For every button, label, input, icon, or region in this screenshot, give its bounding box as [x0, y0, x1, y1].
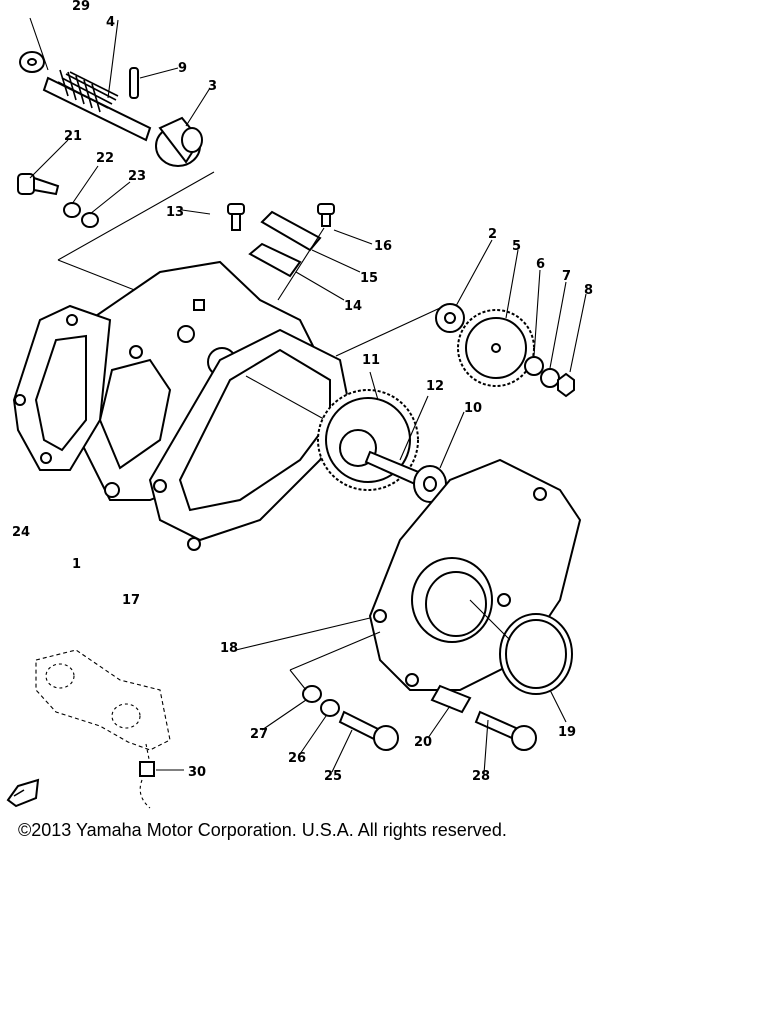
part-23-washer	[81, 212, 99, 228]
part-16-screw	[317, 203, 335, 227]
callout-3: 3	[208, 79, 217, 94]
part-8-nut	[557, 372, 575, 398]
callout-11: 11	[362, 353, 380, 368]
callout-21: 21	[64, 129, 82, 144]
callout-7: 7	[562, 269, 571, 284]
part-29-washer	[19, 51, 45, 73]
callout-labels: 29 4 9 3 21 22 23 13 16 15 14 2 5 6 7 8 …	[12, 0, 593, 784]
callout-18: 18	[220, 641, 238, 656]
part-25-bolt	[338, 710, 399, 751]
part-4-worm-shaft	[42, 69, 152, 142]
callout-9: 9	[178, 61, 187, 76]
callout-6: 6	[536, 257, 545, 272]
callout-28: 28	[472, 769, 490, 784]
part-24-gasket	[12, 304, 112, 471]
callout-19: 19	[558, 725, 576, 740]
callout-26: 26	[288, 751, 306, 766]
callout-5: 5	[512, 239, 521, 254]
exploded-view-drawing: 29 4 9 3 21 22 23 13 16 15 14 2 5 6 7 8 …	[6, 0, 593, 809]
part-21-bolt	[17, 173, 60, 196]
part-28-bolt	[474, 710, 537, 751]
callout-22: 22	[96, 151, 114, 166]
callout-2: 2	[488, 227, 497, 242]
callout-10: 10	[464, 401, 482, 416]
front-arrow-icon	[6, 778, 40, 808]
callout-15: 15	[360, 271, 378, 286]
copyright-notice: ©2013 Yamaha Motor Corporation. U.S.A. A…	[18, 820, 507, 840]
part-13-screw	[227, 203, 245, 231]
callout-12: 12	[426, 379, 444, 394]
part-6-washer	[524, 356, 544, 376]
callout-1: 1	[72, 557, 81, 572]
callout-17: 17	[122, 593, 140, 608]
callout-29: 29	[72, 0, 90, 14]
callout-25: 25	[324, 769, 342, 784]
callout-13: 13	[166, 205, 184, 220]
callout-8: 8	[584, 283, 593, 298]
part-15-plate	[260, 210, 322, 252]
callout-27: 27	[250, 727, 268, 742]
callout-16: 16	[374, 239, 392, 254]
part-26-washer	[320, 699, 340, 717]
part-5-gear	[457, 309, 535, 387]
callout-20: 20	[414, 735, 432, 750]
callout-24: 24	[12, 525, 30, 540]
part-22-washer	[63, 202, 81, 218]
callout-14: 14	[344, 299, 362, 314]
part-19-o-ring	[499, 613, 573, 695]
callout-23: 23	[128, 169, 146, 184]
part-7-washer	[540, 368, 560, 388]
part-27-washer	[302, 685, 322, 703]
part-17-gasket	[148, 328, 352, 551]
callout-30: 30	[188, 765, 206, 780]
inset-intake	[35, 649, 184, 809]
part-14-plate	[248, 242, 302, 278]
callout-4: 4	[106, 15, 115, 30]
part-9-pin	[129, 67, 139, 99]
part-20-collar	[430, 684, 472, 714]
part-3-collar	[155, 116, 203, 167]
part-2-bearing	[435, 303, 465, 333]
